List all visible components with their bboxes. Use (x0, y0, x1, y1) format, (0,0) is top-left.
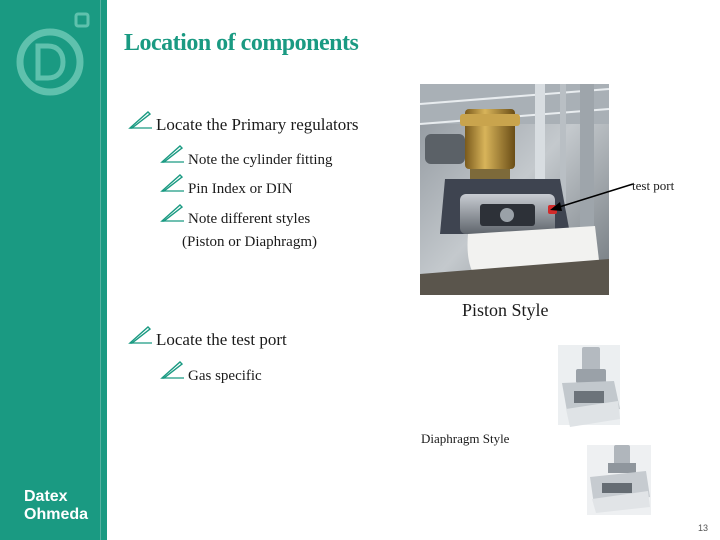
bullet-primary-regulators: Locate the Primary regulators (128, 110, 359, 135)
pen-nib-icon (128, 111, 152, 129)
piston-regulator-photo (420, 84, 609, 295)
bullet-test-port: Locate the test port (128, 325, 287, 350)
brand-wordmark: Datex Ohmeda (24, 488, 88, 524)
sidebar: Datex Ohmeda (0, 0, 107, 540)
test-port-arrow-icon (550, 183, 634, 211)
brand-line-2: Ohmeda (24, 506, 89, 523)
pen-nib-icon (160, 204, 184, 222)
pen-nib-icon (160, 361, 184, 379)
bullet-pin-index: Pin Index or DIN (160, 173, 293, 198)
test-port-label: test port (632, 178, 675, 193)
piston-style-caption: Piston Style (462, 300, 549, 320)
bullet-continuation: (Piston or Diaphragm) (182, 234, 317, 250)
brand-line-1: Datex (24, 488, 68, 505)
page-number: 13 (698, 523, 709, 533)
bullet-text: Gas specific (188, 368, 262, 384)
bullet-text: Note different styles (188, 211, 311, 227)
datex-ohmeda-logo-icon (16, 12, 90, 96)
bullet-text: Locate the test port (156, 330, 287, 349)
diaphragm-regulator-photo-1 (554, 339, 624, 432)
pen-nib-icon (160, 174, 184, 192)
diaphragm-regulator-photo-2 (584, 441, 654, 519)
bullet-text: Pin Index or DIN (188, 181, 293, 197)
bullet-different-styles: Note different styles (160, 203, 310, 228)
bullet-cylinder-fitting: Note the cylinder fitting (160, 144, 333, 169)
bullet-gas-specific: Gas specific (160, 360, 262, 385)
sidebar-divider (100, 0, 101, 540)
pen-nib-icon (128, 326, 152, 344)
pen-nib-icon (160, 145, 184, 163)
slide-title: Location of components (124, 30, 359, 56)
bullet-text: Note the cylinder fitting (188, 152, 333, 168)
diaphragm-style-caption: Diaphragm Style (421, 431, 510, 446)
bullet-text: Locate the Primary regulators (156, 115, 359, 134)
